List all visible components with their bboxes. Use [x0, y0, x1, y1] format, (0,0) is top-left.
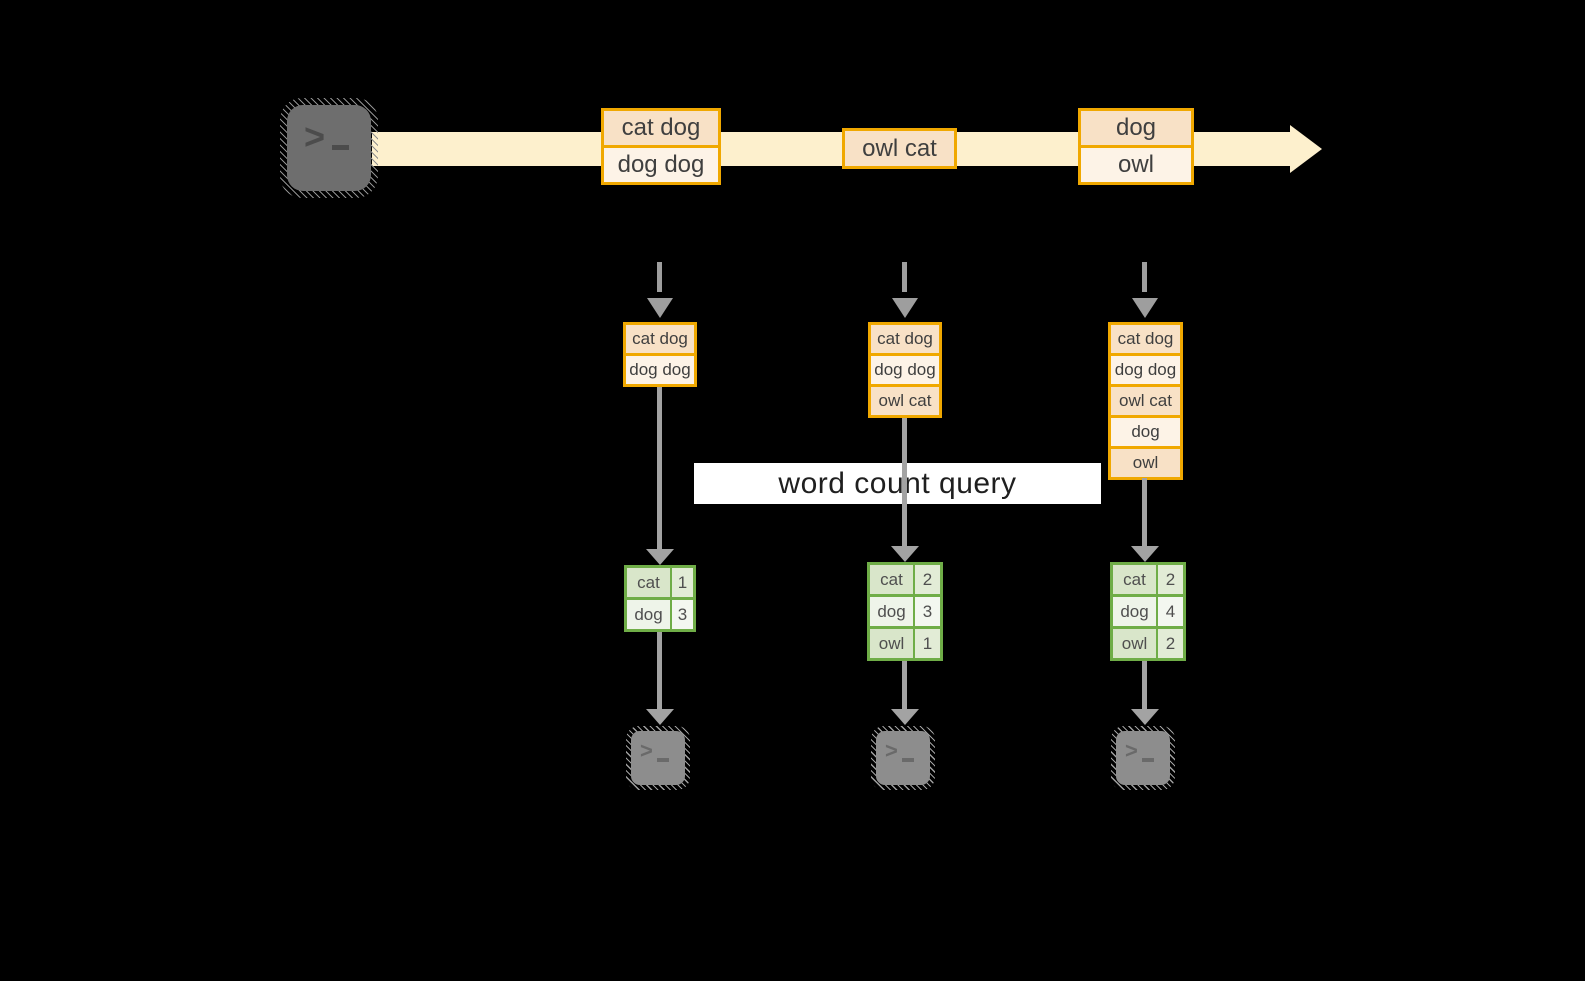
table-row: cat 2: [870, 565, 940, 594]
terminal-prompt-icon: >: [626, 726, 690, 790]
dashed-arrowhead-icon: [1132, 298, 1158, 318]
word-cell: dog: [1113, 597, 1156, 626]
stream-arrowhead-icon: [1290, 125, 1322, 173]
terminal-body: [287, 105, 371, 191]
terminal-prompt-icon: >: [871, 726, 935, 790]
table-row: dog 4: [1113, 597, 1183, 626]
count-table-3: cat 2 dog 4 owl 2: [1110, 562, 1186, 661]
sink-terminal-icon: >: [1111, 726, 1175, 790]
query-label: word count query: [694, 463, 1101, 504]
input-stack-2: cat dog dog dog owl cat: [868, 322, 942, 418]
table-row: owl 1: [870, 629, 940, 658]
stack-row: dog dog: [871, 356, 939, 384]
stream-batch-1: cat dog dog dog: [601, 108, 721, 185]
stack-row: dog dog: [1111, 356, 1180, 384]
sink-terminal-icon: >: [626, 726, 690, 790]
word-cell: cat: [1113, 565, 1156, 594]
prompt-chevron-icon: >: [304, 116, 326, 157]
batch-row: dog: [1081, 111, 1191, 145]
count-cell: 3: [672, 600, 693, 629]
input-stack-1: cat dog dog dog: [623, 322, 697, 387]
prompt-chevron-icon: >: [885, 738, 898, 763]
count-cell: 3: [915, 597, 940, 626]
dashed-arrowhead-icon: [892, 298, 918, 318]
word-cell: cat: [870, 565, 913, 594]
arrowhead-icon: [891, 546, 919, 562]
arrowhead-icon: [646, 709, 674, 725]
count-cell: 1: [672, 568, 693, 597]
stack-row: owl cat: [871, 387, 939, 415]
stack-row: cat dog: [626, 325, 694, 353]
count-cell: 4: [1158, 597, 1183, 626]
batch-row: owl: [1081, 148, 1191, 182]
word-cell: owl: [870, 629, 913, 658]
arrowhead-icon: [1131, 546, 1159, 562]
batch-row: cat dog: [604, 111, 718, 145]
arrowhead-icon: [891, 709, 919, 725]
stack-row: owl: [1111, 449, 1180, 477]
word-cell: dog: [870, 597, 913, 626]
prompt-chevron-icon: >: [640, 738, 653, 763]
dashed-connector: [1142, 262, 1147, 292]
terminal-prompt-icon: >: [280, 98, 378, 198]
connector-line: [657, 387, 662, 549]
batch-row: owl cat: [845, 131, 954, 166]
terminal-prompt-icon: >: [1111, 726, 1175, 790]
count-cell: 2: [1158, 629, 1183, 658]
stack-row: cat dog: [871, 325, 939, 353]
connector-line: [1142, 478, 1147, 546]
count-table-2: cat 2 dog 3 owl 1: [867, 562, 943, 661]
stream-batch-2: owl cat: [842, 128, 957, 169]
word-cell: owl: [1113, 629, 1156, 658]
cursor-underscore-icon: [1142, 758, 1154, 762]
dashed-connector: [657, 262, 662, 292]
table-row: dog 3: [870, 597, 940, 626]
count-table-1: cat 1 dog 3: [624, 565, 696, 632]
prompt-chevron-icon: >: [1125, 738, 1138, 763]
dashed-connector: [902, 262, 907, 292]
stack-row: dog dog: [626, 356, 694, 384]
count-cell: 1: [915, 629, 940, 658]
count-cell: 2: [915, 565, 940, 594]
cursor-underscore-icon: [902, 758, 914, 762]
word-cell: cat: [627, 568, 670, 597]
table-row: dog 3: [627, 600, 693, 629]
table-row: cat 1: [627, 568, 693, 597]
word-cell: dog: [627, 600, 670, 629]
count-cell: 2: [1158, 565, 1183, 594]
cursor-underscore-icon: [657, 758, 669, 762]
cursor-underscore-icon: [332, 145, 349, 150]
connector-line: [1142, 661, 1147, 709]
stack-row: owl cat: [1111, 387, 1180, 415]
connector-line: [657, 632, 662, 709]
table-row: cat 2: [1113, 565, 1183, 594]
batch-row: dog dog: [604, 148, 718, 182]
stack-row: dog: [1111, 418, 1180, 446]
connector-line: [902, 661, 907, 709]
sink-terminal-icon: >: [871, 726, 935, 790]
table-row: owl 2: [1113, 629, 1183, 658]
dashed-arrowhead-icon: [647, 298, 673, 318]
connector-line: [902, 418, 907, 546]
source-terminal-icon: >: [280, 98, 378, 198]
stream-batch-3: dog owl: [1078, 108, 1194, 185]
stack-row: cat dog: [1111, 325, 1180, 353]
arrowhead-icon: [1131, 709, 1159, 725]
input-stack-3: cat dog dog dog owl cat dog owl: [1108, 322, 1183, 480]
arrowhead-icon: [646, 549, 674, 565]
